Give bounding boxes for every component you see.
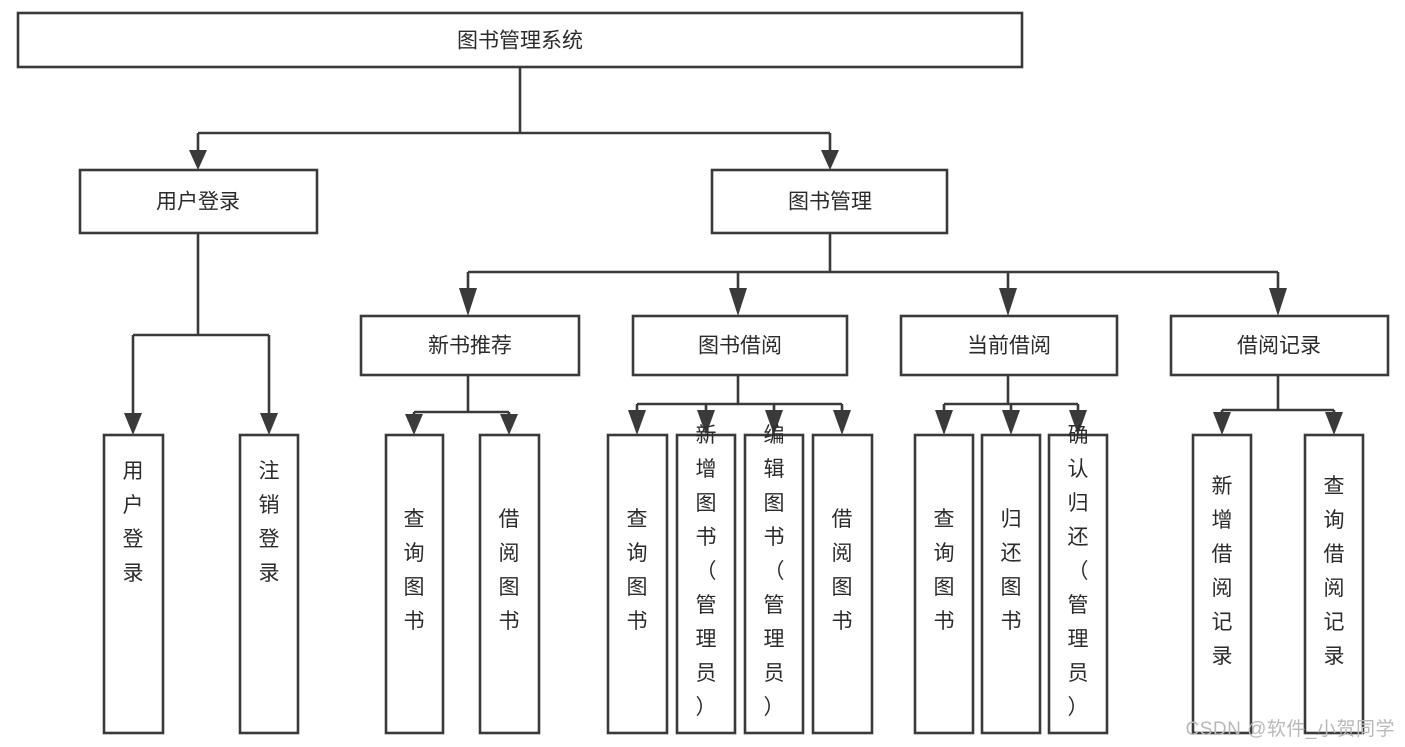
node-leaf-query-borrow-record[interactable]: 查询借阅记录 bbox=[1303, 433, 1365, 735]
node-leaf-return-book-label: 归还图书 bbox=[1001, 508, 1022, 633]
node-leaf-query-book-3[interactable]: 查询图书 bbox=[913, 433, 975, 735]
node-leaf-query-book-2-label: 查询图书 bbox=[627, 508, 648, 633]
connector-group-book-management-to-level3 bbox=[459, 233, 1287, 316]
node-current-borrow[interactable]: 当前借阅 bbox=[899, 314, 1119, 377]
node-leaf-confirm-return-label: 确认归还（管理员） bbox=[1068, 424, 1089, 719]
node-leaf-query-book-2[interactable]: 查询图书 bbox=[606, 433, 669, 735]
node-leaf-logout-login-box[interactable] bbox=[238, 433, 300, 735]
node-leaf-user-login-box[interactable] bbox=[102, 433, 165, 735]
arrow-head-leaf-logout-login bbox=[260, 413, 278, 435]
node-user-login-box[interactable] bbox=[78, 168, 319, 235]
node-leaf-return-book[interactable]: 归还图书 bbox=[980, 433, 1042, 735]
arrow-head-user-login bbox=[189, 150, 207, 170]
node-leaf-add-borrow-record-box[interactable] bbox=[1191, 433, 1253, 735]
node-leaf-add-book-box[interactable] bbox=[675, 433, 737, 735]
node-leaf-borrow-book-1-box[interactable] bbox=[478, 433, 541, 735]
arrow-head-leaf-borrow-book-1 bbox=[500, 414, 518, 435]
arrow-head-leaf-borrow-book-2 bbox=[833, 410, 851, 435]
arrow-head-current-borrow bbox=[999, 288, 1017, 316]
connector-group-user-login-to-leaves bbox=[124, 233, 278, 435]
node-leaf-query-book-3-label: 查询图书 bbox=[934, 508, 955, 633]
connector-group-borrow-record-to-leaves bbox=[1213, 375, 1343, 435]
node-borrow-record[interactable]: 借阅记录 bbox=[1169, 314, 1390, 377]
connector-group-book-borrow-to-leaves bbox=[628, 375, 851, 435]
arrow-head-leaf-query-book-1 bbox=[405, 414, 423, 435]
node-borrow-record-label: 借阅记录 bbox=[1237, 335, 1321, 358]
node-leaf-add-book[interactable]: 新增图书（管理员） bbox=[675, 424, 737, 735]
node-leaf-borrow-book-1[interactable]: 借阅图书 bbox=[478, 433, 541, 735]
arrow-head-leaf-edit-book bbox=[765, 410, 783, 435]
arrow-head-borrow-record bbox=[1269, 288, 1287, 316]
arrow-head-leaf-query-book-2 bbox=[628, 410, 646, 435]
node-current-borrow-box[interactable] bbox=[899, 314, 1119, 377]
node-borrow-record-box[interactable] bbox=[1169, 314, 1390, 377]
node-leaf-return-book-box[interactable] bbox=[980, 433, 1042, 735]
node-leaf-edit-book-label: 编辑图书（管理员） bbox=[764, 424, 785, 719]
node-leaf-query-book-3-box[interactable] bbox=[913, 433, 975, 735]
arrow-head-book-borrow bbox=[729, 288, 747, 316]
node-book-borrow-label: 图书借阅 bbox=[698, 335, 782, 358]
connector-group-current-borrow-to-leaves bbox=[935, 375, 1087, 435]
node-leaf-query-book-1-label: 查询图书 bbox=[404, 508, 425, 633]
node-leaf-user-login[interactable]: 用户登录 bbox=[102, 433, 165, 735]
node-book-borrow-box[interactable] bbox=[631, 314, 849, 377]
node-leaf-edit-book[interactable]: 编辑图书（管理员） bbox=[743, 424, 805, 735]
arrow-head-book-management bbox=[821, 150, 839, 170]
node-leaf-add-borrow-record-label: 新增借阅记录 bbox=[1212, 475, 1233, 668]
node-leaf-borrow-book-2-label: 借阅图书 bbox=[832, 508, 853, 633]
node-root[interactable]: 图书管理系统 bbox=[16, 11, 1024, 69]
node-leaf-confirm-return-box[interactable] bbox=[1047, 433, 1109, 735]
node-leaf-logout-login-label: 注销登录 bbox=[259, 460, 280, 585]
arrow-head-leaf-user-login bbox=[124, 413, 142, 435]
node-book-borrow[interactable]: 图书借阅 bbox=[631, 314, 849, 377]
node-root-box[interactable] bbox=[16, 11, 1024, 69]
arrow-head-leaf-add-borrow-record bbox=[1213, 412, 1231, 435]
node-leaf-query-book-2-box[interactable] bbox=[606, 433, 669, 735]
node-leaf-add-book-label: 新增图书（管理员） bbox=[696, 424, 717, 719]
node-leaf-query-borrow-record-label: 查询借阅记录 bbox=[1324, 475, 1345, 668]
node-new-book-recommend-label: 新书推荐 bbox=[428, 335, 512, 358]
arrow-head-leaf-return-book bbox=[1002, 410, 1020, 435]
arrow-head-new-book-recommend bbox=[459, 288, 477, 316]
connector-group-root-to-level2 bbox=[189, 67, 839, 170]
node-root-label: 图书管理系统 bbox=[457, 30, 583, 53]
node-current-borrow-label: 当前借阅 bbox=[967, 335, 1051, 358]
node-leaf-user-login-label: 用户登录 bbox=[123, 460, 144, 585]
connector-group-new-book-recommend-to-leaves bbox=[405, 375, 518, 435]
node-new-book-recommend-box[interactable] bbox=[359, 314, 581, 377]
node-user-login-label: 用户登录 bbox=[156, 191, 240, 214]
node-leaf-add-borrow-record[interactable]: 新增借阅记录 bbox=[1191, 433, 1253, 735]
node-leaf-confirm-return[interactable]: 确认归还（管理员） bbox=[1047, 424, 1109, 735]
arrow-head-leaf-add-book bbox=[697, 410, 715, 435]
node-leaf-query-book-1[interactable]: 查询图书 bbox=[384, 433, 445, 735]
node-user-login[interactable]: 用户登录 bbox=[78, 168, 319, 235]
node-book-management-box[interactable] bbox=[710, 168, 949, 235]
arrow-head-leaf-query-borrow-record bbox=[1325, 412, 1343, 435]
node-leaf-borrow-book-2[interactable]: 借阅图书 bbox=[811, 433, 874, 735]
node-leaf-query-borrow-record-box[interactable] bbox=[1303, 433, 1365, 735]
arrow-head-leaf-confirm-return bbox=[1069, 410, 1087, 435]
arrow-head-leaf-query-book-3 bbox=[935, 410, 953, 435]
node-leaf-edit-book-box[interactable] bbox=[743, 433, 805, 735]
node-leaf-logout-login[interactable]: 注销登录 bbox=[238, 433, 300, 735]
node-leaf-borrow-book-1-label: 借阅图书 bbox=[499, 508, 520, 633]
node-book-management[interactable]: 图书管理 bbox=[710, 168, 949, 235]
node-book-management-label: 图书管理 bbox=[788, 191, 872, 214]
node-new-book-recommend[interactable]: 新书推荐 bbox=[359, 314, 581, 377]
node-leaf-borrow-book-2-box[interactable] bbox=[811, 433, 874, 735]
node-leaf-query-book-1-box[interactable] bbox=[384, 433, 445, 735]
